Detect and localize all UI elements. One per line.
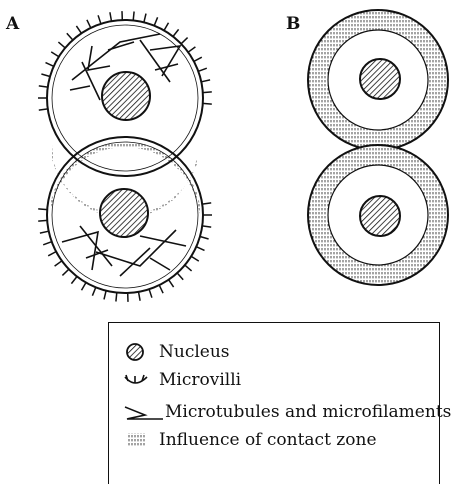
microvillus	[198, 68, 207, 71]
microvillus	[154, 17, 157, 25]
microvilli-icon	[119, 367, 159, 393]
microvillus	[159, 285, 163, 293]
panel-b-label: B	[286, 14, 300, 34]
nucleus-a-top	[102, 72, 150, 120]
microvillus	[116, 293, 117, 302]
microvillus	[173, 29, 179, 36]
nucleus-icon	[119, 339, 159, 365]
nucleus-b-bottom	[360, 196, 400, 236]
microvillus	[202, 203, 211, 204]
nucleus-a-bottom	[100, 189, 148, 237]
microvillus	[191, 256, 199, 261]
legend-label-microvilli: Microvilli	[159, 370, 241, 390]
microvillus	[203, 92, 212, 93]
panel-b	[308, 10, 448, 285]
microvillus	[104, 291, 106, 300]
microvillus	[203, 103, 212, 104]
panel-a-label: A	[6, 14, 19, 34]
microvillus	[71, 277, 77, 284]
microvillus	[149, 289, 152, 298]
microvillus	[185, 265, 192, 271]
microvillus	[133, 12, 134, 21]
cell-b-bottom	[308, 145, 448, 285]
microvillus	[139, 292, 141, 301]
cell-diagram	[0, 0, 452, 330]
microvillus	[110, 12, 112, 21]
microvillus	[38, 209, 47, 210]
microvillus	[55, 261, 62, 266]
microvillus	[46, 63, 54, 67]
legend: Nucleus Microvilli Microtubules and micr…	[108, 322, 440, 484]
cell-a-bottom	[38, 137, 212, 302]
microvillus	[164, 23, 169, 31]
microvillus	[39, 86, 48, 87]
microvillus	[202, 226, 211, 227]
microvillus	[169, 280, 174, 287]
cell-a-top	[38, 11, 212, 176]
microvillus	[82, 283, 87, 291]
microvillus	[40, 231, 49, 233]
microvillus	[76, 26, 81, 33]
nucleus-b-top	[360, 59, 400, 99]
legend-item-nucleus: Nucleus	[119, 339, 230, 365]
microvillus	[41, 74, 50, 77]
microvillus	[39, 109, 48, 110]
microvillus	[194, 57, 202, 61]
legend-label-contact-zone: Influence of contact zone	[159, 430, 377, 450]
microvillus	[51, 52, 59, 57]
legend-label-microtubules: Microtubules and microfilaments	[165, 402, 451, 422]
microvillus	[177, 273, 183, 280]
microvillus	[48, 252, 56, 256]
microtubules-icon	[119, 399, 165, 425]
panel-a	[38, 11, 212, 302]
microvillus	[67, 33, 73, 40]
cell-b-top	[308, 10, 448, 150]
legend-label-nucleus: Nucleus	[159, 342, 230, 362]
microvillus	[38, 220, 47, 221]
microvillus	[200, 237, 209, 240]
legend-item-contact-zone: Influence of contact zone	[119, 427, 377, 453]
microvillus	[188, 47, 195, 52]
microvillus	[201, 80, 210, 82]
legend-item-microtubules: Microtubules and microfilaments	[119, 399, 451, 425]
microvillus	[181, 38, 188, 44]
microvillus	[58, 42, 65, 48]
microvillus	[144, 14, 146, 23]
contact-zone-icon	[119, 427, 159, 453]
microvillus	[62, 269, 69, 275]
microvillus	[87, 20, 91, 28]
legend-item-microvilli: Microvilli	[119, 367, 241, 393]
microvillus	[196, 247, 204, 251]
microvillus	[43, 242, 52, 245]
microvillus	[98, 15, 101, 23]
microvillus	[92, 287, 95, 295]
